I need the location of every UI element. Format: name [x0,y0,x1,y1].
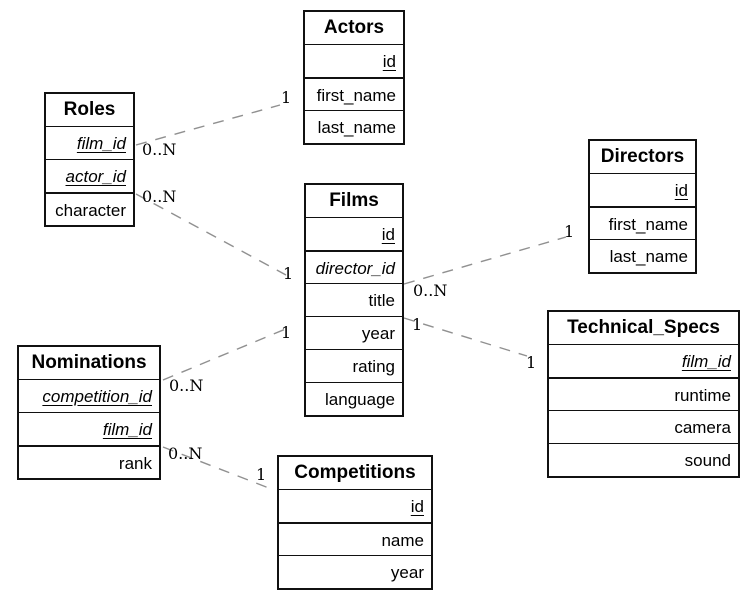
table-title-directors: Directors [600,146,685,167]
table-nominations[interactable]: Nominations competition_id film_id rank [17,345,161,480]
field-competitions-id: id [279,489,431,522]
field-roles-film-id: film_id [46,126,133,159]
field-films-title: title [306,283,402,316]
field-nominations-competition-id: competition_id [19,379,159,412]
field-directors-last-name: last_name [590,239,695,272]
relationship-line-roles-actors [135,104,281,146]
table-title-nominations: Nominations [31,352,147,373]
cardinality-label: 0..N [142,140,177,159]
field-films-language: language [306,382,402,415]
field-nominations-film-id: film_id [19,412,159,445]
field-competitions-name: name [279,522,431,555]
relationship-line-nominations-films [162,327,289,381]
field-actors-first-name: first_name [305,77,403,110]
field-films-id: id [306,217,402,250]
table-title-competitions: Competitions [294,462,416,483]
field-nominations-rank: rank [19,445,159,478]
cardinality-label: 1 [564,222,575,241]
cardinality-label: 1 [412,315,423,334]
field-technical-specs-sound: sound [549,443,738,476]
relationship-line-films-directors [403,236,567,285]
field-actors-last-name: last_name [305,110,403,143]
field-directors-id: id [590,173,695,206]
table-title-actors: Actors [323,17,385,38]
cardinality-label: 0..N [169,376,204,395]
field-roles-character: character [46,192,133,225]
cardinality-label: 0..N [413,281,448,300]
table-technical-specs[interactable]: Technical_Specs film_id runtime camera s… [547,310,740,478]
field-films-director-id: director_id [306,250,402,283]
field-technical-specs-camera: camera [549,410,738,443]
field-films-rating: rating [306,349,402,382]
cardinality-label: 1 [281,323,292,342]
cardinality-label: 0..N [142,187,177,206]
field-competitions-year: year [279,555,431,588]
cardinality-label: 1 [256,465,267,484]
table-directors[interactable]: Directors id first_name last_name [588,139,697,274]
cardinality-label: 1 [283,264,294,283]
table-title-films: Films [329,190,379,211]
field-films-year: year [306,316,402,349]
field-roles-actor-id: actor_id [46,159,133,192]
relationship-line-films-technical-specs [403,317,528,357]
cardinality-label: 1 [281,88,292,107]
cardinality-label: 0..N [168,444,203,463]
field-directors-first-name: first_name [590,206,695,239]
field-technical-specs-runtime: runtime [549,377,738,410]
relationship-line-roles-films [135,193,287,276]
table-title-technical-specs: Technical_Specs [567,317,720,338]
table-films[interactable]: Films id director_id title year rating l… [304,183,404,417]
field-technical-specs-film-id: film_id [549,344,738,377]
field-actors-id: id [305,44,403,77]
table-competitions[interactable]: Competitions id name year [277,455,433,590]
table-roles[interactable]: Roles film_id actor_id character [44,92,135,227]
cardinality-label: 1 [526,353,537,372]
table-title-roles: Roles [63,99,116,120]
